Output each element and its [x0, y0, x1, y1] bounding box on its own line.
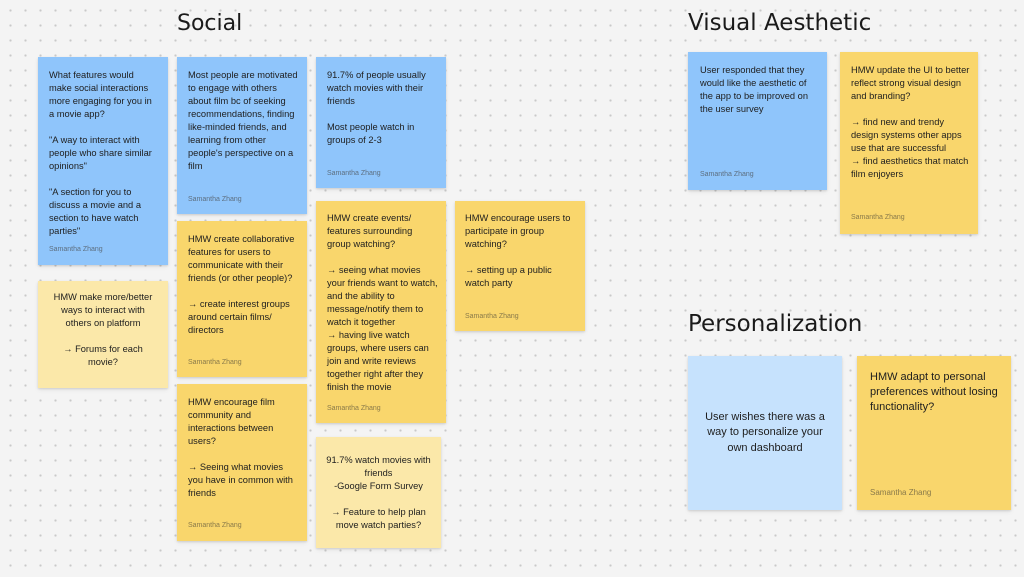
sticky-note-text: 91.7% watch movies with friends -Google … — [326, 455, 431, 530]
sticky-note-aesthetic-feedback[interactable]: User responded that they would like the … — [688, 52, 827, 190]
sticky-note-personalize-dashboard[interactable]: User wishes there was a way to personali… — [688, 356, 842, 510]
sticky-note-author: Samantha Zhang — [327, 170, 381, 177]
sticky-note-text: User wishes there was a way to personali… — [705, 410, 825, 454]
sticky-note-text: HMW encourage users to participate in gr… — [465, 213, 571, 288]
sticky-note-hmw-interact[interactable]: HMW make more/better ways to interact wi… — [38, 281, 168, 388]
sticky-note-author: Samantha Zhang — [700, 171, 754, 178]
sticky-note-author: Samantha Zhang — [327, 405, 381, 412]
sticky-note-author: Samantha Zhang — [49, 246, 103, 253]
sticky-note-hmw-collaborative[interactable]: HMW create collaborative features for us… — [177, 221, 307, 377]
section-heading-personalization: Personalization — [688, 311, 863, 337]
sticky-note-author: Samantha Zhang — [870, 488, 932, 497]
sticky-note-social-question[interactable]: What features would make social interact… — [38, 57, 168, 265]
sticky-note-author: Samantha Zhang — [188, 522, 242, 529]
sticky-note-text: What features would make social interact… — [49, 70, 152, 236]
sticky-note-hmw-ui-update[interactable]: HMW update the UI to better reflect stro… — [840, 52, 978, 234]
sticky-note-text: Most people are motivated to engage with… — [188, 70, 298, 171]
sticky-note-watch-stats[interactable]: 91.7% of people usually watch movies wit… — [316, 57, 446, 188]
sticky-note-hmw-community[interactable]: HMW encourage film community and interac… — [177, 384, 307, 541]
section-heading-visual-aesthetic: Visual Aesthetic — [688, 10, 872, 36]
sticky-note-author: Samantha Zhang — [465, 313, 519, 320]
sticky-note-survey-watch-parties[interactable]: 91.7% watch movies with friends -Google … — [316, 437, 441, 548]
sticky-note-text: 91.7% of people usually watch movies wit… — [327, 70, 426, 145]
sticky-note-text: HMW encourage film community and interac… — [188, 397, 293, 498]
sticky-note-motivation[interactable]: Most people are motivated to engage with… — [177, 57, 307, 214]
sticky-note-hmw-personal-preferences[interactable]: HMW adapt to personal preferences withou… — [857, 356, 1011, 510]
sticky-note-hmw-group-watching[interactable]: HMW encourage users to participate in gr… — [455, 201, 585, 331]
sticky-note-author: Samantha Zhang — [851, 214, 905, 221]
sticky-note-author: Samantha Zhang — [188, 196, 242, 203]
sticky-note-text: HMW make more/better ways to interact wi… — [53, 292, 153, 367]
sticky-note-text: HMW update the UI to better reflect stro… — [851, 65, 970, 179]
sticky-note-text: HMW adapt to personal preferences withou… — [870, 371, 998, 413]
sticky-note-text: User responded that they would like the … — [700, 65, 809, 114]
sticky-note-text: HMW create events/ features surrounding … — [327, 213, 438, 392]
sticky-note-hmw-events[interactable]: HMW create events/ features surrounding … — [316, 201, 446, 423]
section-heading-social: Social — [177, 11, 243, 36]
sticky-note-author: Samantha Zhang — [188, 359, 242, 366]
sticky-note-text: HMW create collaborative features for us… — [188, 234, 295, 335]
